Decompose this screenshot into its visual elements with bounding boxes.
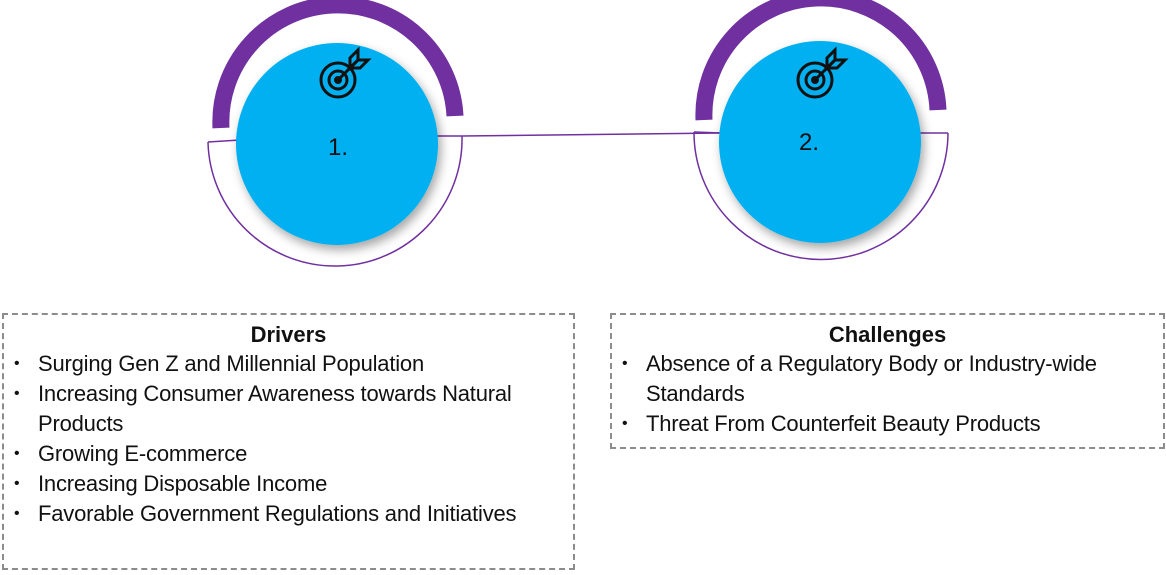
bullet-icon: • bbox=[14, 385, 20, 402]
node-1-circle bbox=[236, 43, 438, 245]
list-item: • Threat From Counterfeit Beauty Products bbox=[612, 409, 1123, 439]
list-item-text: Increasing Disposable Income bbox=[38, 471, 328, 496]
drivers-list: • Surging Gen Z and Millennial Population… bbox=[4, 349, 573, 529]
target-arrow-icon bbox=[319, 46, 372, 99]
node-1 bbox=[207, 0, 464, 267]
bullet-icon: • bbox=[14, 505, 20, 522]
list-item-text: Favorable Government Regulations and Ini… bbox=[38, 501, 517, 526]
node-1-label: 1. bbox=[327, 134, 348, 161]
node-2-thin-arc-cap bbox=[693, 131, 723, 134]
list-item-text: Surging Gen Z and Millennial Population bbox=[38, 351, 424, 376]
list-item: • Increasing Consumer Awareness towards N… bbox=[4, 379, 573, 439]
list-item: • Surging Gen Z and Millennial Population bbox=[4, 349, 573, 379]
node-1-thin-arc bbox=[207, 135, 463, 267]
challenges-list: • Absence of a Regulatory Body or Industr… bbox=[612, 349, 1163, 439]
list-item-text: Increasing Consumer Awareness towards Na… bbox=[38, 381, 512, 436]
node-1-thick-arc bbox=[212, 0, 464, 129]
node-1-thin-arc-cap bbox=[207, 139, 241, 143]
list-item: • Growing E-commerce bbox=[4, 439, 573, 469]
target-arrow-icon bbox=[796, 46, 849, 99]
drivers-title: Drivers bbox=[250, 322, 327, 347]
challenges-panel: Challenges • Absence of a Regulatory Body… bbox=[610, 313, 1165, 449]
challenges-title: Challenges bbox=[828, 322, 947, 347]
node-2-thin-arc bbox=[693, 131, 949, 261]
bullet-icon: • bbox=[14, 445, 20, 462]
list-item-text: Growing E-commerce bbox=[38, 441, 248, 466]
bullet-icon: • bbox=[14, 355, 20, 372]
bullet-icon: • bbox=[14, 475, 20, 492]
list-item: • Absence of a Regulatory Body or Industr… bbox=[612, 349, 1123, 409]
list-item-text: Absence of a Regulatory Body or Industry… bbox=[646, 351, 1097, 406]
node-2-label: 2. bbox=[798, 129, 819, 156]
node-2-thick-arc bbox=[695, 0, 947, 121]
diagram-canvas bbox=[207, 0, 949, 267]
list-item: • Increasing Disposable Income bbox=[4, 469, 573, 499]
list-item-text: Threat From Counterfeit Beauty Products bbox=[646, 411, 1041, 436]
node-2 bbox=[693, 0, 949, 261]
bullet-icon: • bbox=[622, 355, 628, 372]
drivers-panel: Drivers • Surging Gen Z and Millennial Po… bbox=[2, 313, 575, 570]
bullet-icon: • bbox=[622, 415, 628, 432]
connector-line bbox=[461, 132, 723, 137]
node-2-circle bbox=[719, 41, 921, 243]
list-item: • Favorable Government Regulations and In… bbox=[4, 499, 573, 529]
